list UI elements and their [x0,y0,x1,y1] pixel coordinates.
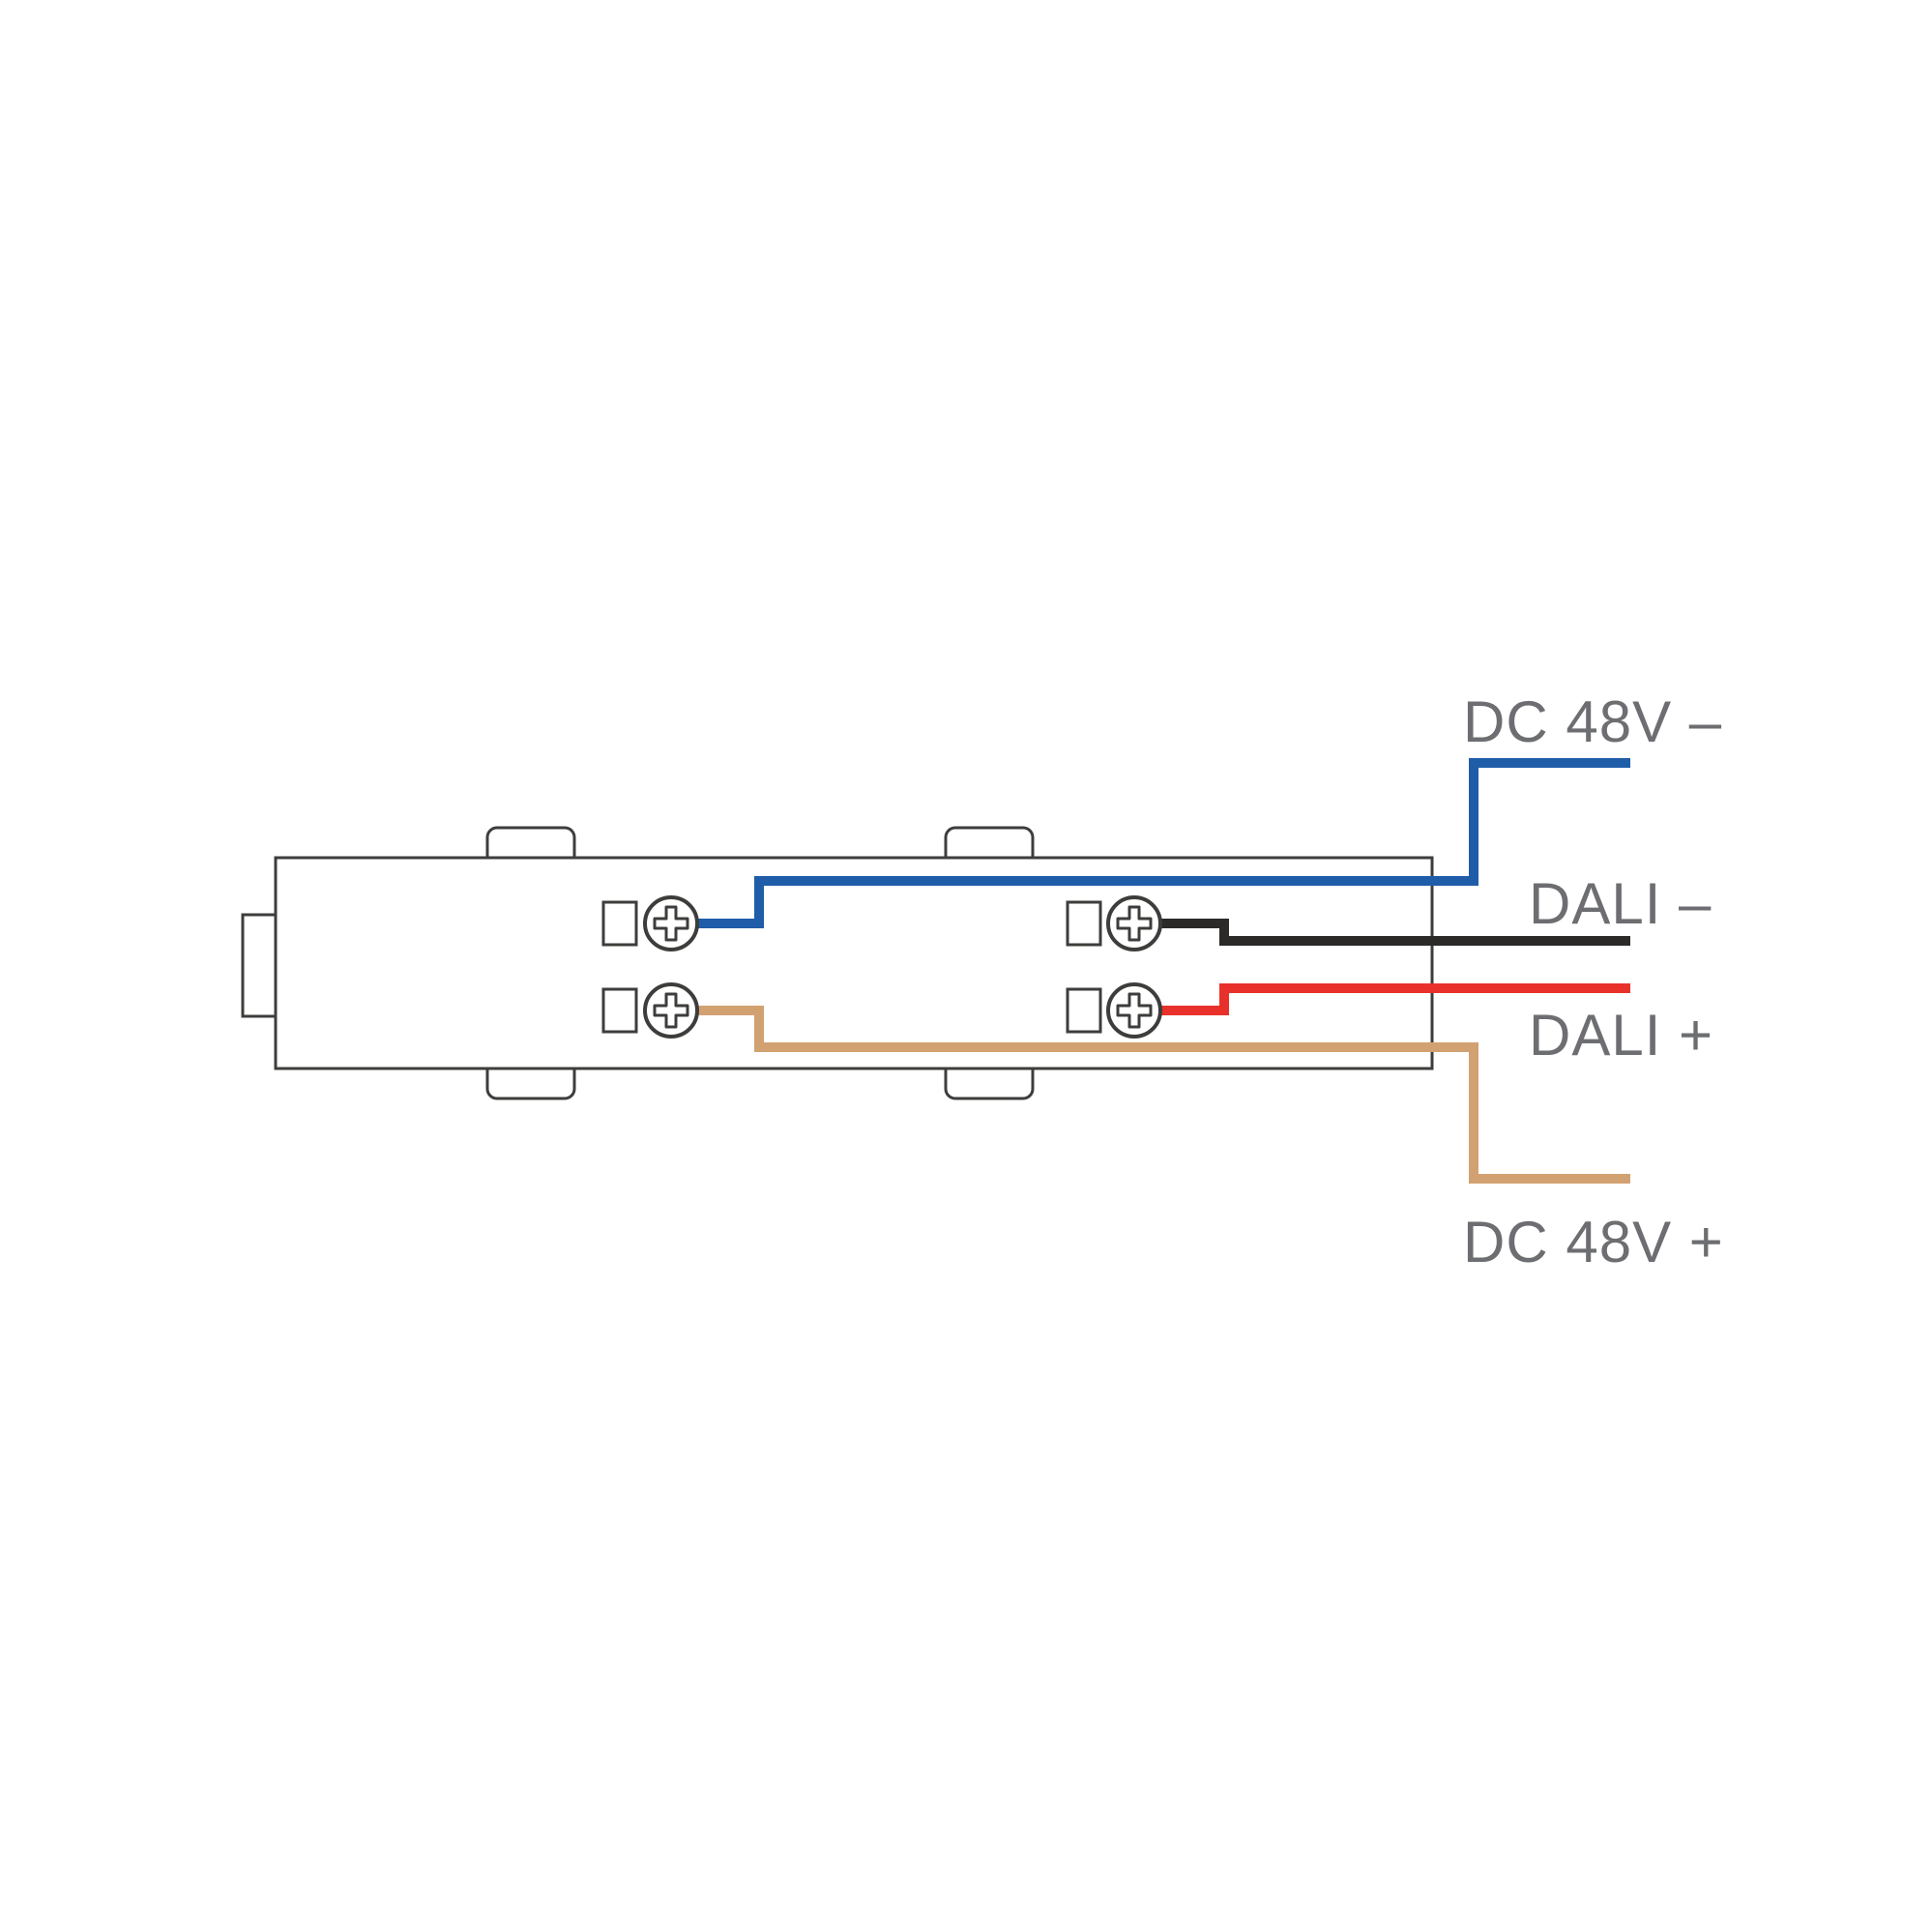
connector-body [274,856,1434,1070]
screw-cross-icon [653,905,689,942]
label-dali-pos: DALI + [1529,1003,1713,1068]
label-dali-neg: DALI – [1529,871,1712,936]
wire-dc48v-neg [692,758,1630,928]
label-dc48v-pos: DC 48V + [1463,1210,1724,1274]
screw-cross-icon [653,992,689,1029]
wire-dali-pos [1156,983,1630,1015]
screw-terminal-left-top [643,895,699,951]
screw-terminal-right-bottom [1106,982,1162,1039]
terminal-window-right-top [1066,900,1102,947]
screw-terminal-left-bottom [643,982,699,1039]
screw-cross-icon [1116,992,1153,1029]
terminal-window-left-top [601,900,638,947]
label-dc48v-neg: DC 48V – [1463,689,1722,754]
wire-dc48v-pos [692,1006,1630,1184]
wire-dali-neg [1156,919,1630,946]
terminal-window-right-bottom [1066,987,1102,1034]
screw-cross-icon [1116,905,1153,942]
screw-terminal-right-top [1106,895,1162,951]
terminal-window-left-bottom [601,987,638,1034]
